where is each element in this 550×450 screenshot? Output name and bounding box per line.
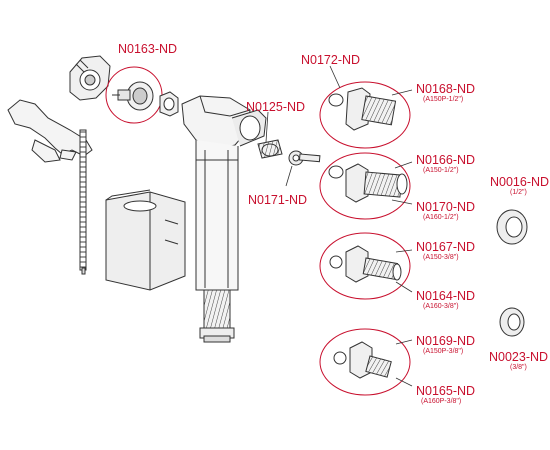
float-rod-part <box>79 129 87 275</box>
n0125-part <box>257 139 283 159</box>
label-n0016: N0016-ND <box>490 175 550 189</box>
label-n0125: N0125-ND <box>246 100 306 114</box>
float-top-part <box>69 55 111 101</box>
n0163-part <box>112 81 154 111</box>
n0169-fitting <box>333 341 392 379</box>
label-n0169: N0169-ND <box>416 334 476 348</box>
label-n0172: N0172-ND <box>301 53 361 67</box>
n0171-part <box>288 150 321 166</box>
sublabel-n0016: (1/2") <box>510 189 527 196</box>
label-n0168: N0168-ND <box>416 82 476 96</box>
n0166-fitting <box>328 163 408 203</box>
n0016-nut <box>496 209 528 245</box>
leader-lines <box>329 65 413 387</box>
sublabel-n0166: (A150-1/2") <box>423 167 459 174</box>
fill-valve-body <box>181 95 267 343</box>
label-n0171: N0171-ND <box>248 193 308 207</box>
sublabel-n0167: (A150-3/8") <box>423 254 459 261</box>
label-n0163: N0163-ND <box>118 42 178 56</box>
n0023-nut <box>499 307 525 337</box>
group-n0167-circle <box>319 232 411 300</box>
group-n0166-circle <box>319 152 411 220</box>
sublabel-n0023: (3/8") <box>510 364 527 371</box>
sublabel-n0168: (A150P-1/2") <box>423 96 464 103</box>
sublabel-n0170: (A160-1/2") <box>423 214 459 221</box>
valve-nut-part <box>159 91 179 117</box>
label-n0165: N0165-ND <box>416 384 476 398</box>
label-n0023: N0023-ND <box>489 350 549 364</box>
sublabel-n0165: (A160P-3/8") <box>421 398 462 405</box>
sublabel-n0164: (A160-3/8") <box>423 303 459 310</box>
n0125-leader <box>265 111 269 143</box>
sublabel-n0169: (A150P-3/8") <box>423 348 464 355</box>
group-n0169-circle <box>319 328 411 396</box>
label-n0164: N0164-ND <box>416 289 476 303</box>
float-cup-part <box>105 189 186 291</box>
n0167-fitting <box>329 245 402 283</box>
label-n0166: N0166-ND <box>416 153 476 167</box>
label-n0167: N0167-ND <box>416 240 476 254</box>
n0171-leader <box>285 165 293 187</box>
label-n0170: N0170-ND <box>416 200 476 214</box>
group-n0168-circle <box>319 81 411 149</box>
n0168-fitting <box>328 87 397 131</box>
lever-arm-part <box>7 99 93 163</box>
